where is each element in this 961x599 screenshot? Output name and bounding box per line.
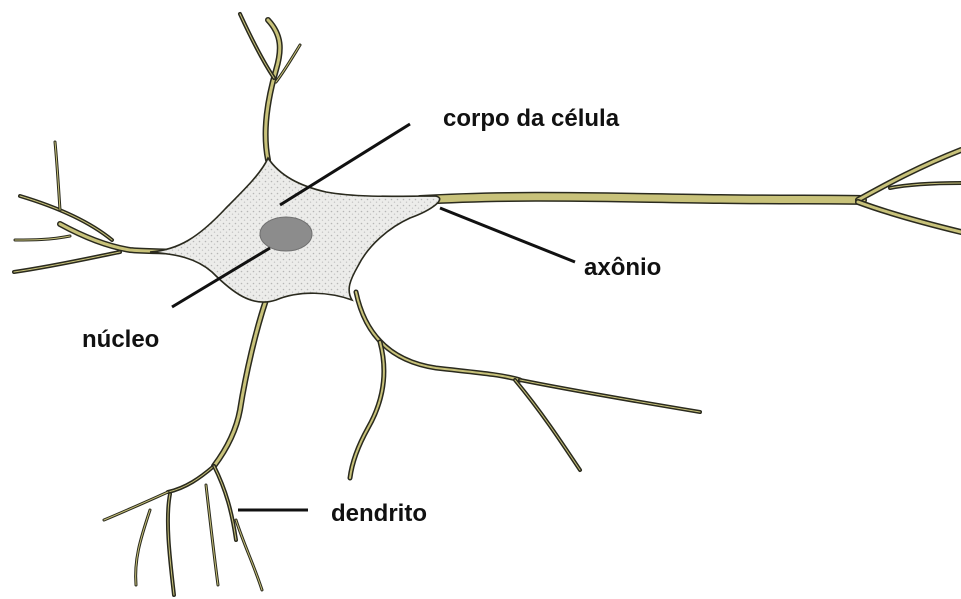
dendrite-lower — [214, 300, 266, 466]
dendrite-lower-branch-g — [206, 485, 218, 585]
axon-leader-line — [440, 208, 575, 262]
axon-terminal-lower — [858, 202, 961, 232]
label-axon: axônio — [584, 254, 661, 281]
dendrite-left-upper — [20, 196, 112, 240]
dendrite-left-spur — [55, 142, 60, 210]
dendrite-right-down-outline — [515, 380, 580, 470]
label-cell-body: corpo da célula — [443, 105, 620, 132]
dendrite-lower-branch-f — [236, 520, 262, 590]
label-nucleus: núcleo — [82, 326, 159, 353]
dendrite-left-upper-outline — [20, 196, 112, 240]
dendrite-lower-branch-e-outline — [214, 466, 236, 540]
dendrite-lower-branch-d-outline — [136, 510, 150, 585]
nucleus — [260, 217, 312, 251]
dendrite-right-outline — [356, 292, 520, 380]
cell-body-leader-line — [280, 124, 410, 205]
dendrite-lower-branch-b — [104, 492, 168, 520]
label-dendrite: dendrito — [331, 500, 427, 527]
neuron-drawing — [14, 14, 961, 595]
axon — [420, 197, 862, 200]
